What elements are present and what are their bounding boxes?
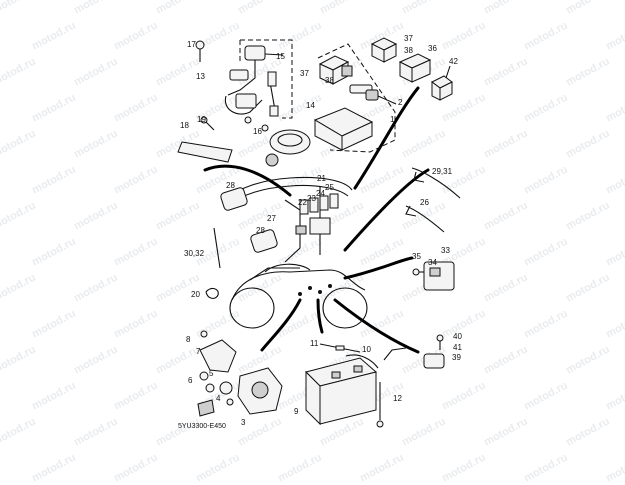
callout-40: 40: [453, 332, 462, 341]
leader-right-1: [343, 168, 430, 252]
part-37-38-relays-left: [318, 55, 353, 85]
callout-24: 24: [316, 189, 325, 198]
leader-bottom-right: [333, 298, 420, 354]
callout-30-32: 30,32: [184, 249, 205, 258]
part-9-battery: [305, 357, 378, 426]
part-39-41-sensor: [423, 334, 445, 369]
part-30-32-cable-tie: [213, 227, 221, 269]
callout-19: 19: [197, 115, 206, 124]
ignition-switch-assembly: [224, 45, 284, 132]
callout-13: 13: [196, 72, 205, 81]
callout-29-31: 29,31: [432, 167, 453, 176]
callout-23: 23: [307, 194, 316, 203]
part-14-cdi-unit: [313, 107, 374, 151]
handlebar-switch-group: [240, 39, 293, 119]
callout-21: 21: [317, 174, 326, 183]
callout-1: 1: [390, 115, 395, 124]
callout-4: 4: [216, 394, 221, 403]
callout-17: 17: [187, 40, 196, 49]
callout-41: 41: [453, 343, 462, 352]
leader-top-right: [353, 86, 420, 190]
callout-39: 39: [452, 353, 461, 362]
part-20-clip: [205, 287, 219, 299]
part-19-bolt: [200, 116, 215, 131]
callout-8: 8: [186, 335, 191, 344]
diagram-drawing: [177, 37, 461, 428]
part-36-37-38-relays-right: [370, 37, 432, 83]
callout-10: 10: [362, 345, 371, 354]
callout-37-left: 37: [300, 69, 309, 78]
callout-16: 16: [253, 127, 262, 136]
callout-20: 20: [191, 290, 200, 299]
leader-bottom: [316, 298, 324, 334]
part-18-bracket: [177, 141, 233, 163]
callout-42: 42: [449, 57, 458, 66]
callout-7: 7: [196, 347, 201, 356]
callout-2: 2: [398, 98, 403, 107]
callout-38-left: 38: [325, 76, 334, 85]
part-29-31-band: [411, 167, 461, 199]
callout-28-bottom: 28: [256, 226, 265, 235]
motorcycle-silhouette: [229, 263, 368, 329]
leader-right-2: [343, 256, 414, 280]
part-17-bolt: [195, 40, 205, 62]
callout-3: 3: [241, 418, 246, 427]
callout-12: 12: [393, 394, 402, 403]
callout-18: 18: [180, 121, 189, 130]
callout-35: 35: [412, 252, 421, 261]
callout-9: 9: [294, 407, 299, 416]
callout-36: 36: [428, 44, 437, 53]
leader-top-left: [203, 164, 292, 197]
callout-25: 25: [325, 183, 334, 192]
callout-37-right: 37: [404, 34, 413, 43]
callout-27: 27: [267, 214, 276, 223]
leader-bottom-left: [260, 298, 302, 352]
callout-5: 5: [209, 369, 214, 378]
part-42-relay: [431, 65, 453, 101]
callout-14: 14: [306, 101, 315, 110]
part-10-11-battery-cables: [319, 343, 379, 369]
part-26-band: [405, 205, 445, 233]
callout-28-top: 28: [226, 181, 235, 190]
part-21-25-fuse-block: [295, 193, 339, 235]
part-16-fuel-lock: [265, 129, 311, 167]
part-33-35-sensor: [412, 261, 455, 291]
callout-22: 22: [298, 198, 307, 207]
part-28-wire-harness: [220, 177, 353, 263]
part-3-8-starter-assembly: [197, 330, 283, 417]
callout-11: 11: [310, 339, 319, 348]
diagram-code: 5YU3300-E450: [178, 423, 226, 430]
part-1-2-fuse: [349, 84, 397, 105]
callout-33: 33: [441, 246, 450, 255]
callout-34: 34: [428, 258, 437, 267]
callout-26: 26: [420, 198, 429, 207]
callout-15: 15: [276, 52, 285, 61]
callout-6: 6: [188, 376, 193, 385]
callout-38-right: 38: [404, 46, 413, 55]
